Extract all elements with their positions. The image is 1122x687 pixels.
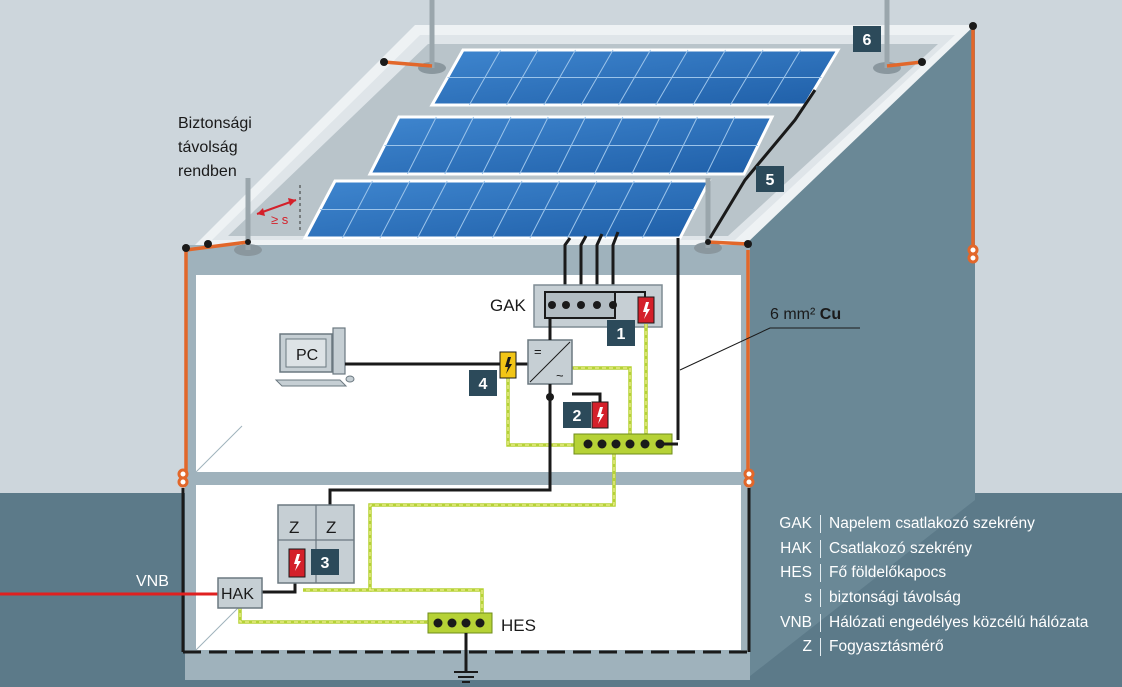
- legend-description: Fő földelőkapocs: [829, 564, 947, 582]
- safety-distance-line-3: rendben: [178, 163, 237, 180]
- legend-description: Fogyasztásmérő: [829, 638, 944, 656]
- solar-array-middle: [367, 115, 775, 176]
- cable-size-label: 6 mm² Cu: [770, 306, 841, 323]
- marker-5: 5: [756, 166, 784, 192]
- legend-description: biztonsági távolság: [829, 589, 961, 607]
- legend-row: Z Fogyasztásmérő: [756, 635, 1116, 660]
- legend-abbr: Z: [756, 638, 821, 657]
- dc-cables: [563, 89, 817, 440]
- hak-label: HAK: [221, 586, 254, 603]
- gak-label: GAK: [490, 296, 527, 315]
- surge-protector-2: [591, 401, 609, 429]
- lightning-conductors: [184, 28, 975, 475]
- safety-distance-symbol: ≥ s: [271, 212, 289, 227]
- legend-row: VNB Hálózati engedélyes közcélú hálózata: [756, 610, 1116, 635]
- solar-array-back: [429, 48, 841, 107]
- air-terminal-right-front: [694, 178, 722, 254]
- pc-label: PC: [296, 347, 318, 364]
- svg-text:5: 5: [766, 172, 775, 189]
- equipotential-bar-upper: [573, 433, 673, 455]
- inverter-dc-symbol: =: [534, 344, 542, 359]
- marker-1: 1: [607, 320, 635, 346]
- svg-text:6: 6: [863, 32, 872, 49]
- legend-row: s biztonsági távolság: [756, 586, 1116, 611]
- legend-abbr: HES: [756, 564, 821, 583]
- legend-abbr: HAK: [756, 539, 821, 558]
- vnb-label: VNB: [136, 573, 169, 590]
- pc-computer: [274, 327, 355, 387]
- hes-main-earthing-bar: [427, 612, 493, 672]
- inverter: [527, 339, 573, 385]
- equipotential-wire-centers: [239, 324, 647, 623]
- cable-callout-line: [679, 327, 860, 371]
- legend-description: Napelem csatlakozó szekrény: [829, 515, 1035, 533]
- ac-cables: [262, 384, 602, 594]
- legend-abbr: s: [756, 589, 821, 608]
- meter-z-2: Z: [326, 518, 336, 537]
- marker-3: 3: [311, 549, 339, 575]
- marker-2: 2: [563, 402, 591, 428]
- hak-box: [217, 577, 263, 609]
- safety-distance-line-2: távolság: [178, 139, 238, 156]
- legend-row: HAK Csatlakozó szekrény: [756, 537, 1116, 562]
- legend-row: HES Fő földelőkapocs: [756, 561, 1116, 586]
- hes-label: HES: [501, 616, 536, 635]
- svg-text:2: 2: [573, 408, 582, 425]
- legend-abbr: VNB: [756, 613, 821, 632]
- air-terminal-left: [234, 178, 262, 256]
- legend-description: Csatlakozó szekrény: [829, 539, 973, 557]
- surge-protector-4: [499, 351, 517, 379]
- earth-conductors: [181, 488, 751, 652]
- marker-6: 6: [853, 26, 881, 52]
- test-joints: [177, 244, 979, 488]
- earth-symbol: [454, 671, 478, 683]
- building-side: [745, 25, 975, 680]
- legend-description: Hálózati engedélyes közcélú hálózata: [829, 613, 1089, 631]
- conductor-joints: [182, 22, 977, 252]
- surge-protector-3: [288, 548, 306, 578]
- solar-array-front: [302, 179, 712, 240]
- legend-abbr: GAK: [756, 515, 821, 534]
- svg-text:3: 3: [321, 555, 330, 572]
- safety-distance-line-1: Biztonsági: [178, 115, 252, 132]
- marker-4: 4: [469, 370, 497, 396]
- surge-protector-1: [637, 296, 655, 324]
- svg-text:1: 1: [617, 326, 626, 343]
- legend-row: GAK Napelem csatlakozó szekrény: [756, 512, 1116, 537]
- inverter-ac-symbol: ~: [556, 368, 564, 383]
- safety-distance-marker: [256, 185, 301, 230]
- svg-text:4: 4: [479, 376, 488, 393]
- meter-z-1: Z: [289, 518, 299, 537]
- solar-panel-arrays: [302, 48, 841, 240]
